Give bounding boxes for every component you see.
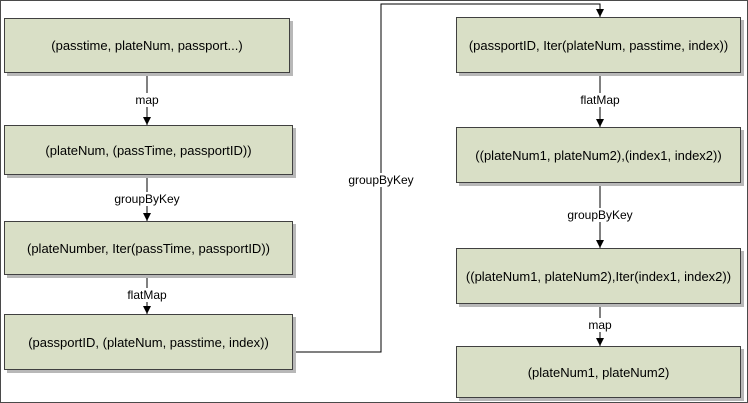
edge-label-groupbykey-2: groupByKey <box>565 208 635 222</box>
node-passportid-iter: (passportID, Iter(plateNum, passtime, in… <box>456 17 741 73</box>
node-passportid-tuples: (passportID, (plateNum, passtime, index)… <box>4 314 293 370</box>
node-platenumber-iter: (plateNumber, Iter(passTime, passportID)… <box>4 221 293 275</box>
node-plate-pairs-indices: ((plateNum1, plateNum2),(index1, index2)… <box>456 127 741 183</box>
node-raw-records: (passtime, plateNum, passport...) <box>4 18 290 73</box>
node-plate-pairs-iter: ((plateNum1, plateNum2),Iter(index1, ind… <box>456 248 741 304</box>
edge-label-map-2: map <box>586 318 614 332</box>
edge-label-groupbykey-cross: groupByKey <box>346 173 416 187</box>
node-plate-pairs-result: (plateNum1, plateNum2) <box>456 346 741 398</box>
edge-label-groupbykey-1: groupByKey <box>112 192 182 206</box>
edge-label-flatmap-2: flatMap <box>578 93 622 107</box>
edge-label-flatmap-1: flatMap <box>125 288 169 302</box>
edge-groupbykey-cross <box>293 3 604 353</box>
edge-label-map-1: map <box>133 93 161 107</box>
node-platenum-pairs: (plateNum, (passTime, passportID)) <box>4 125 293 175</box>
